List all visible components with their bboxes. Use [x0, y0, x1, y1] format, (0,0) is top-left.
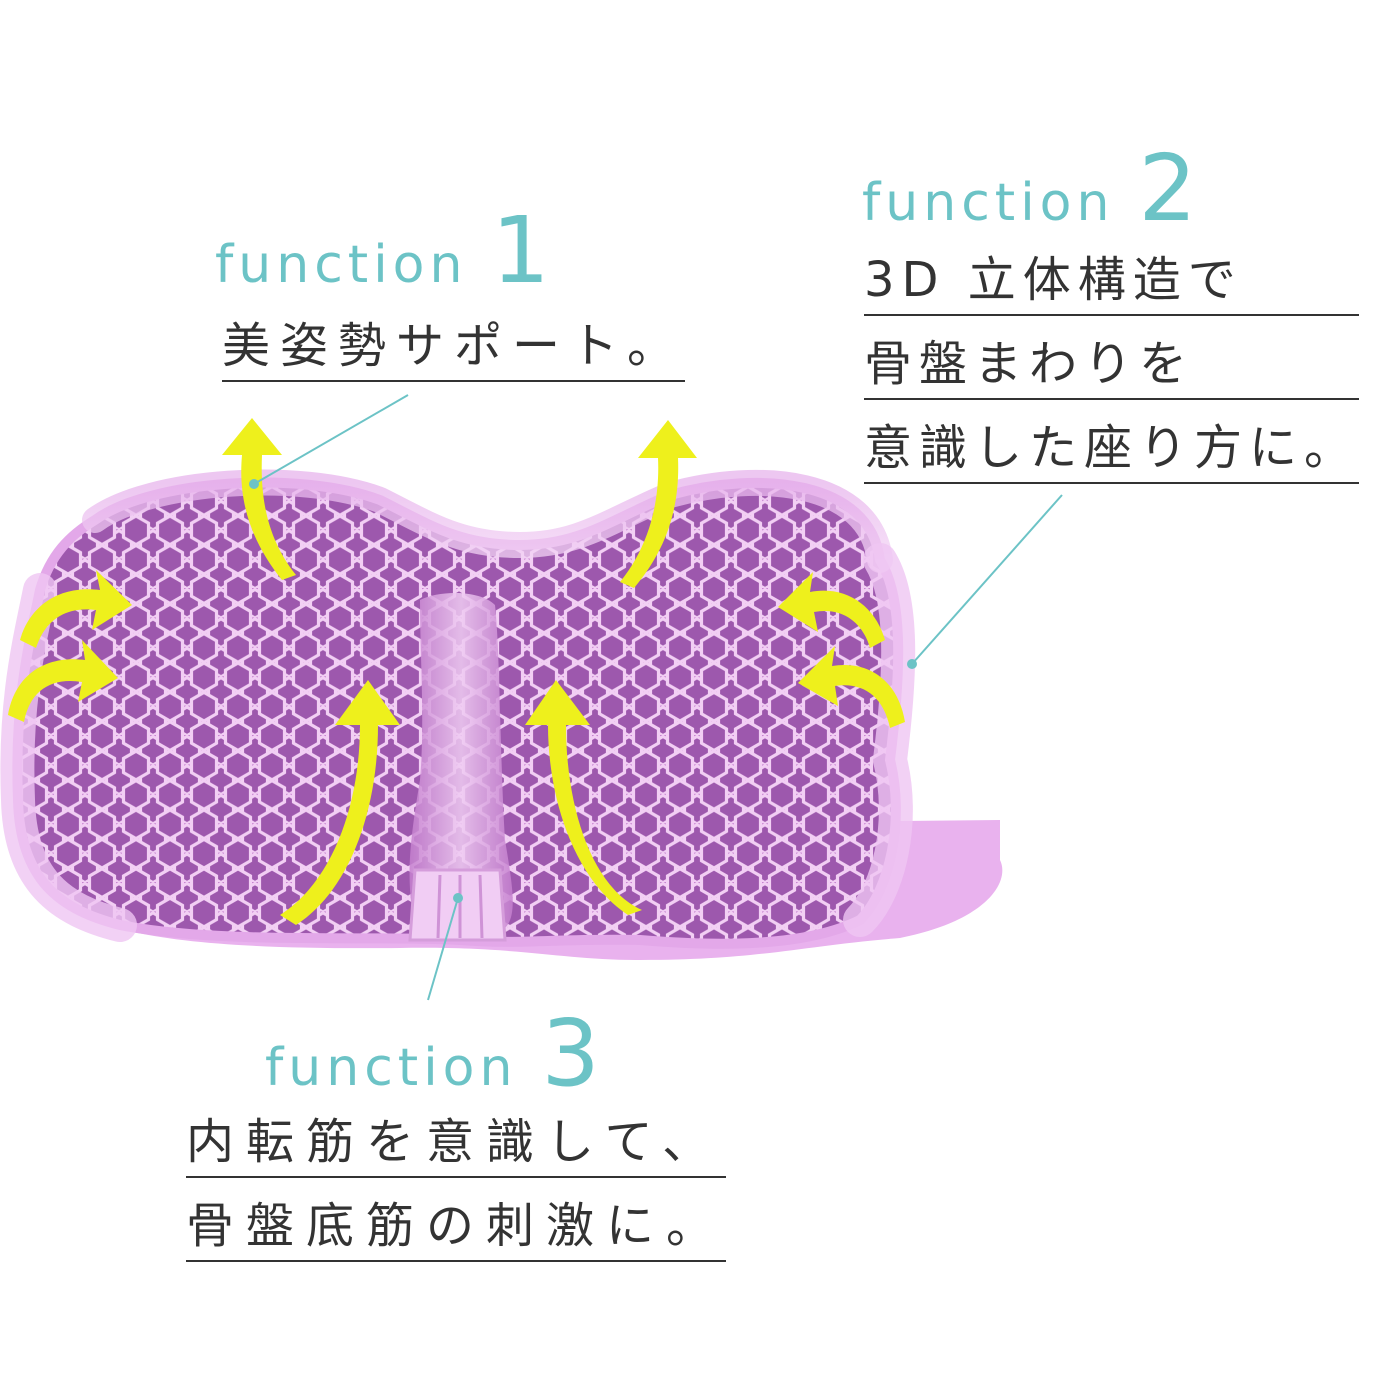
function-3-description: 内転筋を意識して、 骨盤底筋の刺激に。: [186, 1118, 727, 1286]
curved-arrow-icon-top-left: [222, 418, 296, 580]
function-3-word: function: [265, 1038, 518, 1098]
cushion-right-wall: [843, 543, 916, 937]
function-3-line-1: 内転筋を意識して、: [186, 1118, 727, 1178]
curved-arrow-icon-left-upper: [20, 570, 132, 648]
function-1-description: 美姿勢サポート。: [222, 322, 686, 406]
function-2-number: 2: [1138, 135, 1197, 242]
leader-dot-3: [453, 893, 463, 903]
leader-dot-2: [907, 659, 917, 669]
curved-arrow-icon-left-lower: [8, 640, 118, 722]
function-1-line-1: 美姿勢サポート。: [222, 322, 686, 382]
curved-arrow-icon-right-upper: [778, 572, 885, 648]
leader-line-2: [911, 494, 1063, 665]
function-2-line-2: 骨盤まわりを: [864, 340, 1360, 400]
leader-line-3: [427, 897, 459, 1001]
curved-arrow-icon-center-right: [525, 680, 642, 915]
curved-arrow-icon-center-left: [280, 680, 400, 925]
function-3-line-2: 骨盤底筋の刺激に。: [186, 1202, 727, 1262]
function-2-line-1: 3D 立体構造で: [864, 256, 1360, 316]
center-ridge: [409, 593, 513, 937]
curved-arrow-icon-right-lower: [798, 646, 905, 728]
function-1-number: 1: [491, 197, 550, 304]
function-3-number: 3: [541, 1000, 600, 1107]
curved-arrow-icon-top-right: [620, 420, 697, 588]
function-2-description: 3D 立体構造で 骨盤まわりを 意識した座り方に。: [864, 256, 1360, 508]
center-ridge-front: [408, 868, 507, 942]
leader-line-1: [253, 394, 409, 485]
support-arrows: [8, 418, 905, 925]
leader-lines: [249, 394, 1063, 1001]
leader-dot-1: [249, 479, 259, 489]
function-2-word: function: [862, 173, 1115, 233]
function-1-word: function: [215, 235, 468, 295]
function-2-line-3: 意識した座り方に。: [864, 424, 1360, 484]
